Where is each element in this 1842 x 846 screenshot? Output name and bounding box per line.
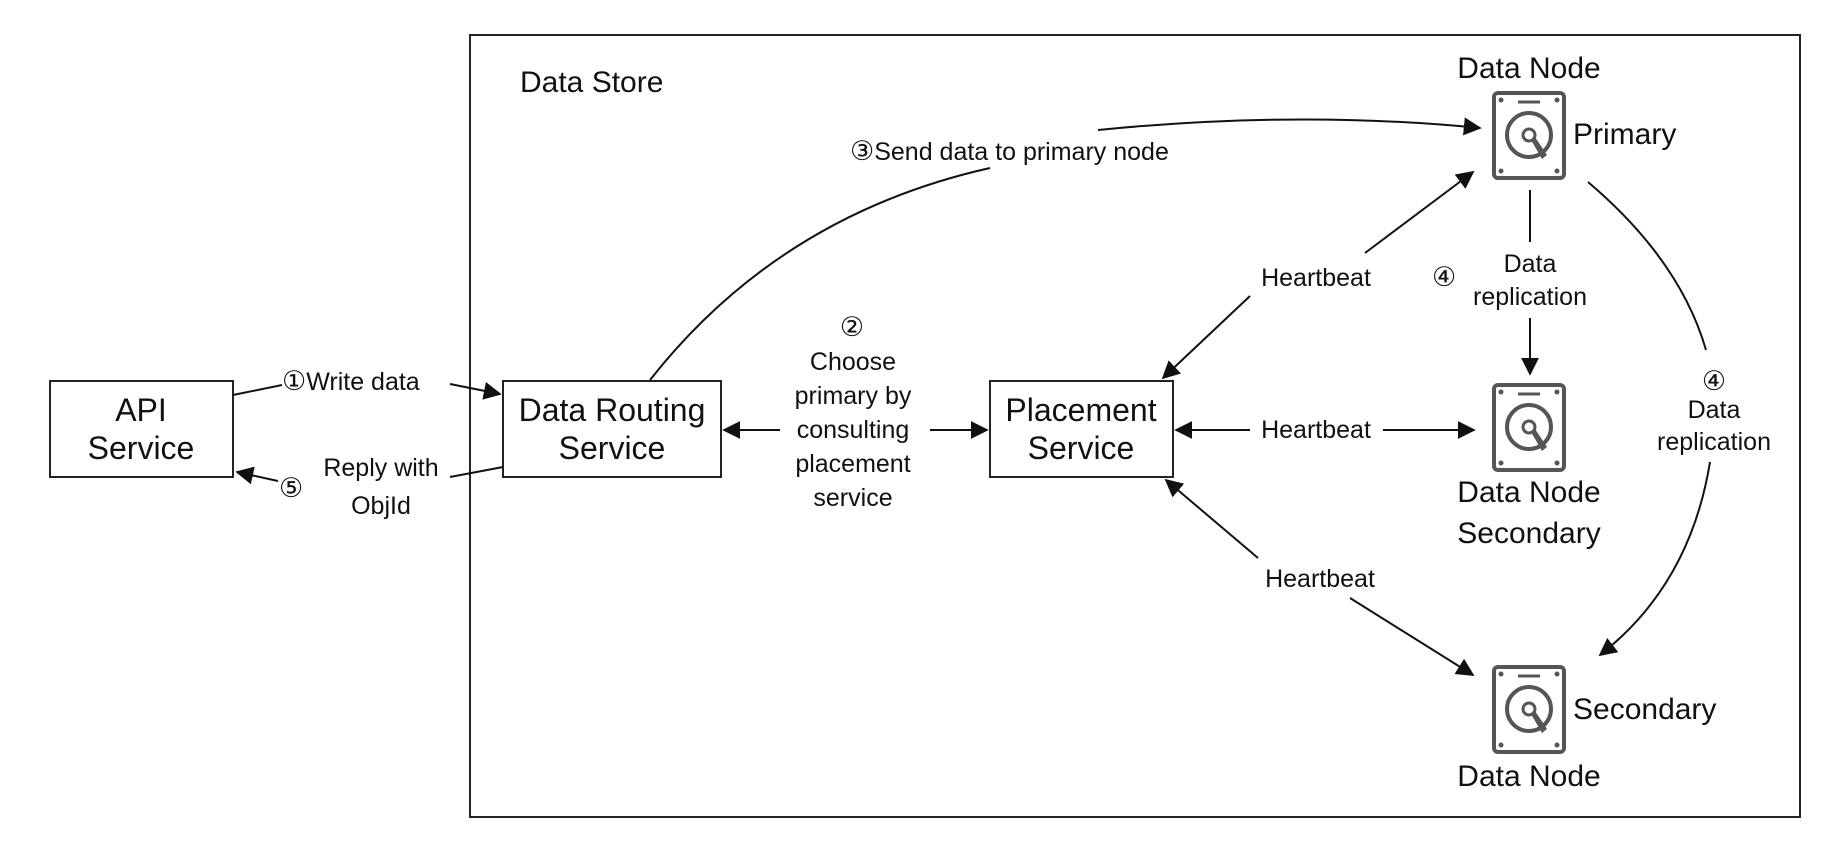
replication-right-label-line1: Data	[1688, 396, 1741, 424]
placement-service-box: Placement Service	[989, 380, 1174, 478]
primary-node-side-label: Primary	[1573, 118, 1676, 151]
replication-mid-label-line2: replication	[1473, 283, 1587, 311]
write-data-label: ①Write data	[282, 366, 420, 396]
primary-disk-icon	[1492, 91, 1566, 180]
secondary-mid-label-line2: Secondary	[1457, 517, 1600, 550]
secondary-mid-label-line1: Data Node	[1457, 476, 1600, 509]
reply-label-line1: Reply with	[323, 454, 438, 482]
replication-mid-label-line1: Data	[1504, 250, 1557, 278]
heartbeat-upper-arrow-b	[1364, 170, 1475, 254]
send-data-curve-lower	[649, 167, 991, 381]
data-store-container	[469, 34, 1801, 818]
secondary-bottom-label: Data Node	[1457, 760, 1600, 793]
send-data-curve-upper	[1097, 117, 1482, 136]
heartbeat-upper-arrow-a	[1161, 295, 1251, 380]
heartbeat-upper-label: Heartbeat	[1261, 264, 1371, 292]
api-service-label-line1: API	[115, 392, 167, 428]
routing-service-label-line2: Service	[559, 430, 666, 466]
replication-right-curve-lower	[1598, 461, 1711, 657]
choose-label-line2: primary by	[795, 382, 912, 410]
api-service-box: API Service	[49, 380, 234, 478]
heartbeat-lower-arrow-a	[1164, 478, 1259, 559]
send-data-label: ③Send data to primary node	[850, 136, 1169, 166]
step5-number: ⑤	[279, 473, 303, 503]
placement-service-label-line2: Service	[1028, 430, 1135, 466]
write-data-line-a	[232, 384, 283, 396]
step2-number: ②	[840, 312, 864, 342]
write-data-arrow	[449, 381, 502, 400]
step4-right-number: ④	[1702, 366, 1726, 396]
step1-number: ①	[282, 366, 306, 396]
primary-node-top-label: Data Node	[1457, 52, 1600, 85]
data-store-title: Data Store	[520, 66, 663, 99]
secondary-mid-disk-icon	[1492, 383, 1566, 472]
replication-right-label-line2: replication	[1657, 428, 1771, 456]
secondary-bottom-side-label: Secondary	[1573, 693, 1716, 726]
choose-label-line5: service	[813, 484, 892, 512]
step1-text: Write data	[306, 368, 420, 396]
reply-line-a	[449, 466, 504, 478]
reply-arrow	[235, 466, 279, 485]
api-service-label-line2: Service	[88, 430, 195, 466]
secondary-bottom-disk-icon	[1492, 665, 1566, 754]
heartbeat-lower-arrow-b	[1349, 597, 1475, 676]
choose-label-line4: placement	[795, 450, 910, 478]
choose-label-line1: Choose	[810, 348, 896, 376]
placement-service-label-line1: Placement	[1005, 392, 1156, 428]
step3-text: Send data to primary node	[874, 138, 1169, 166]
heartbeat-middle-label: Heartbeat	[1261, 416, 1371, 444]
heartbeat-lower-label: Heartbeat	[1265, 565, 1375, 593]
routing-service-label-line1: Data Routing	[519, 392, 706, 428]
step4-mid-number: ④	[1432, 262, 1456, 292]
choose-label-line3: consulting	[797, 416, 910, 444]
replication-right-curve-upper	[1587, 181, 1707, 351]
reply-label-line2: ObjId	[351, 492, 411, 520]
data-routing-service-box: Data Routing Service	[502, 380, 722, 478]
step3-number: ③	[850, 136, 874, 166]
